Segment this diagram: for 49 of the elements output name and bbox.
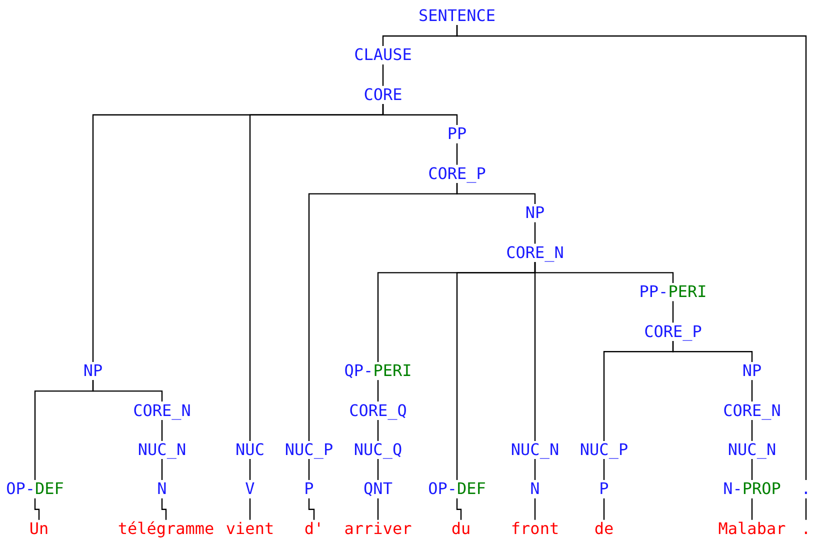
tree-branch	[308, 458, 310, 480]
tree-branch	[751, 458, 753, 480]
category-label: CORE_N	[506, 244, 564, 262]
tree-branch	[161, 498, 167, 520]
tree-branch	[751, 420, 753, 441]
tree-branch	[249, 458, 251, 480]
tree-branch	[249, 498, 251, 520]
category-label: CORE_P	[428, 164, 486, 183]
tree-branch	[456, 182, 536, 204]
tree-branch	[377, 420, 379, 441]
tree-branch	[456, 498, 462, 520]
tree-branch	[92, 380, 163, 402]
category-label: NUC	[236, 440, 264, 459]
tree-branch	[161, 458, 163, 480]
tree-branch	[672, 301, 674, 323]
category-label: CORE	[364, 86, 402, 104]
tree-branch	[603, 458, 605, 480]
word-label: télégramme	[118, 520, 214, 538]
tree-branch	[534, 458, 536, 480]
tree-branch	[382, 104, 458, 126]
tree-branch	[534, 222, 536, 244]
tree-branch	[382, 64, 384, 86]
category-label: NUC_P	[284, 440, 334, 459]
tree-branch	[603, 498, 605, 520]
tree-branch	[805, 498, 807, 520]
category-label: NUC_P	[580, 440, 628, 459]
tree-branch	[377, 458, 379, 480]
tree-branch	[456, 143, 458, 165]
category-label: NUC_N	[728, 440, 776, 459]
tree-branch	[751, 498, 753, 520]
category-label: QNT	[364, 480, 392, 498]
tree-branch	[308, 498, 315, 520]
category-label: NUC_N	[138, 440, 186, 459]
category-label: CORE_N	[723, 402, 781, 420]
tree-branch	[534, 498, 536, 520]
tree-branch	[34, 498, 40, 520]
tree-branch	[534, 262, 674, 284]
category-label: CORE_N	[133, 402, 191, 420]
category-label: CORE_Q	[349, 402, 407, 420]
category-label: NUC_Q	[354, 440, 402, 459]
tree-branch	[751, 380, 753, 402]
tree-branch	[377, 498, 379, 520]
tree-branch	[377, 380, 379, 402]
tree-branch	[672, 340, 753, 362]
tree-branch	[456, 25, 807, 480]
tree-branch	[161, 420, 163, 441]
category-label: CORE_P	[644, 322, 702, 341]
category-label: NUC_N	[510, 440, 560, 459]
category-label: QP-PERI	[344, 362, 412, 380]
